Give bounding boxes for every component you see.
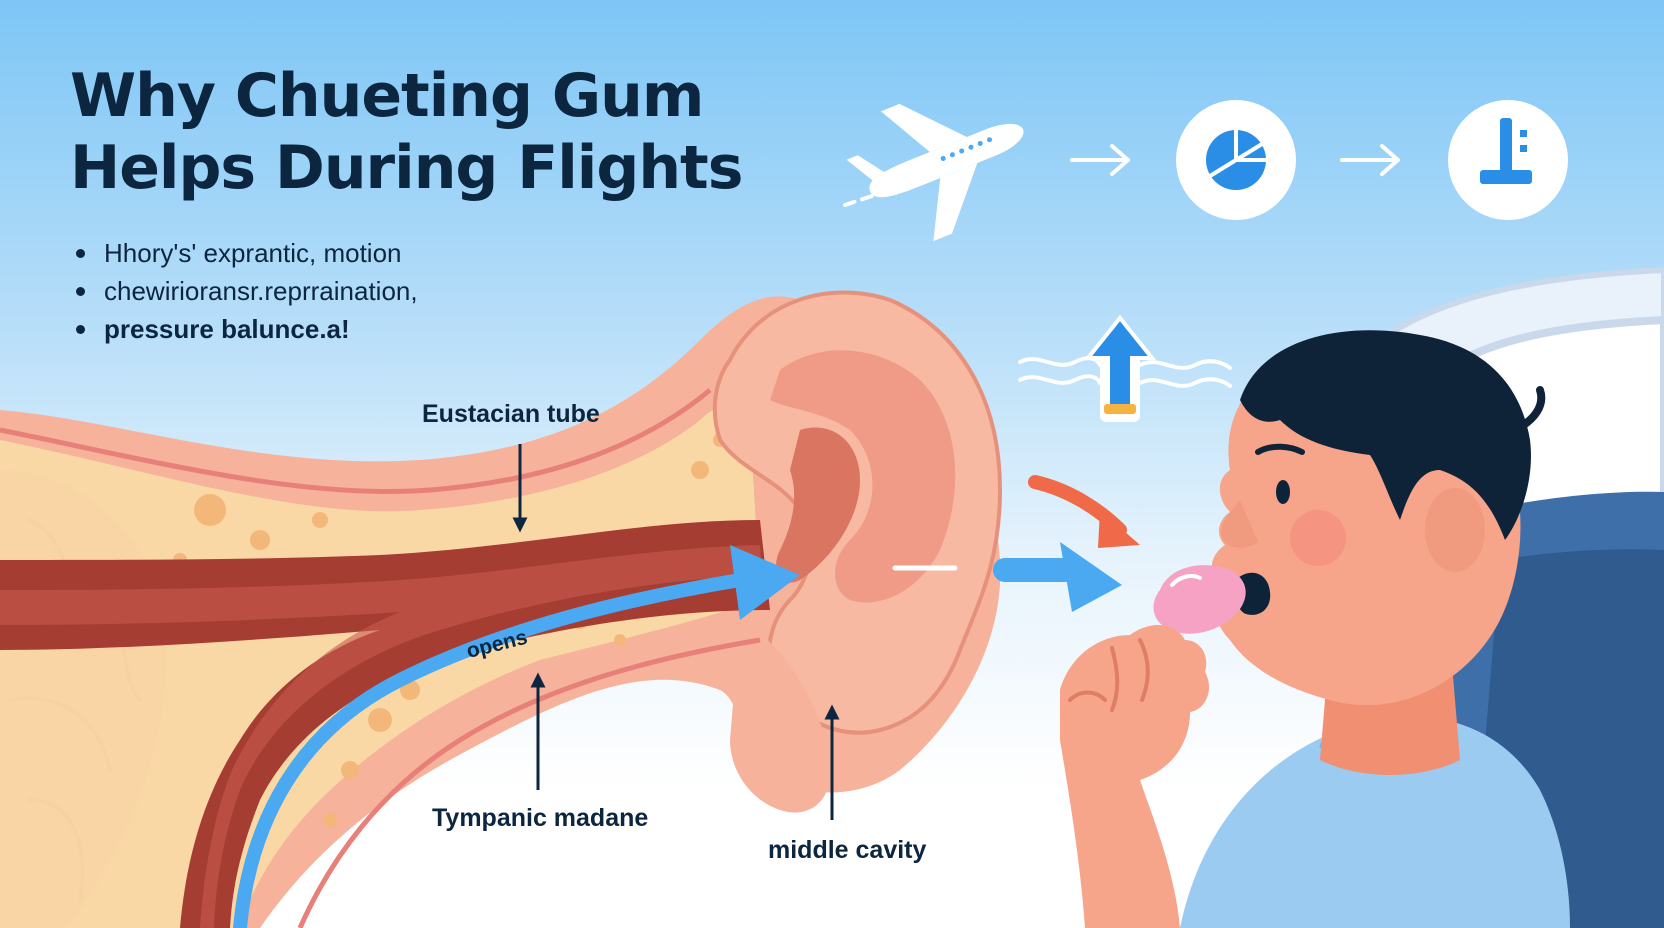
pressure-gauge-icon (1176, 100, 1296, 220)
airplane-icon (843, 103, 1024, 242)
ear-anatomy (0, 290, 1003, 928)
title-line-2: Helps During Flights (70, 133, 743, 203)
title-line-1: Why Chueting Gum (70, 61, 704, 131)
label-tympanic: Tympanic madane (432, 804, 649, 832)
motion-arrows (993, 475, 1140, 612)
bullet-list: Hhory's' exprantic, motion chewirioransr… (72, 234, 418, 348)
label-eustachian-tube: Eustacian tube (422, 400, 600, 428)
bullet-item: pressure balunce.a! (72, 310, 418, 348)
step-arrow-2 (1340, 144, 1400, 176)
page-title: Why Chueting Gum Helps During Flights (70, 60, 743, 204)
label-pointers (512, 444, 840, 820)
airflow-arrow (233, 545, 800, 928)
balance-level-icon (1448, 100, 1568, 220)
bullet-item: Hhory's' exprantic, motion (72, 234, 418, 272)
pressure-up-arrow-icon (1018, 314, 1232, 422)
step-arrow-1 (1070, 144, 1130, 176)
person (1060, 330, 1570, 928)
bullet-item: chewirioransr.reprraination, (72, 272, 418, 310)
label-middle-cavity: middle cavity (768, 836, 927, 864)
